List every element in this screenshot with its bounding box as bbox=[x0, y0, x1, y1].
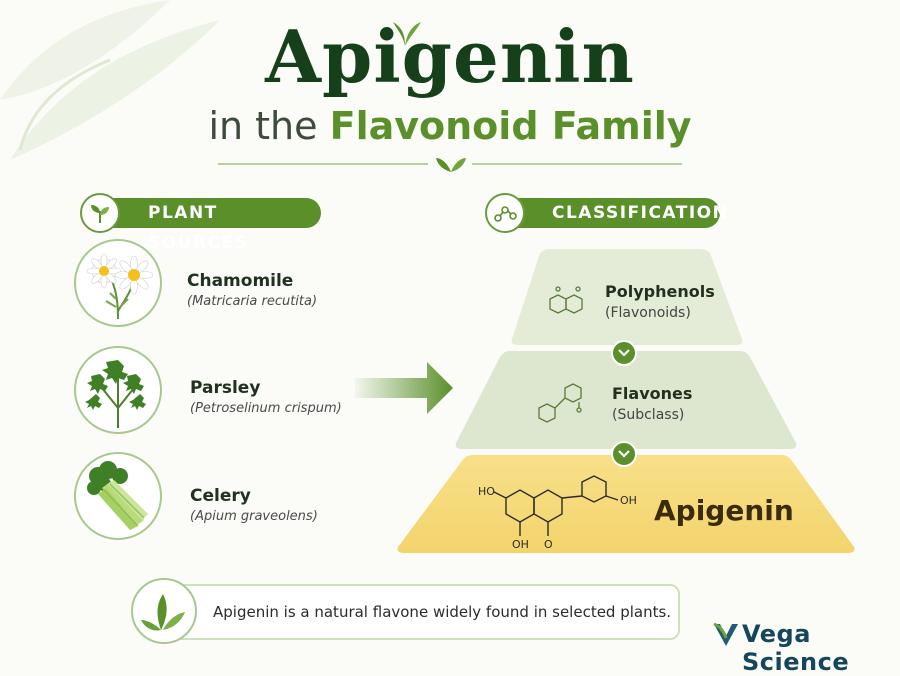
seedling-icon bbox=[80, 193, 120, 233]
plant-scientific-chamomile: (Matricaria recutita) bbox=[187, 294, 318, 309]
page-subtitle: in the Flavonoid Family bbox=[208, 104, 692, 148]
flavonoid-structure-icon bbox=[549, 286, 583, 314]
footer-note-box bbox=[160, 584, 680, 640]
sprout-icon bbox=[393, 22, 421, 46]
celery-icon bbox=[87, 461, 148, 530]
chamomile-icon bbox=[86, 253, 154, 320]
plant-name-parsley: Parsley bbox=[190, 378, 261, 398]
flavone-structure-icon bbox=[538, 383, 582, 423]
chamomile-image bbox=[74, 239, 162, 327]
molecule-icon bbox=[485, 193, 525, 233]
title-divider-right bbox=[472, 163, 682, 165]
label-ho: HO bbox=[478, 485, 495, 498]
label-oh-right: OH bbox=[620, 494, 637, 507]
divider-leaf-icon bbox=[436, 158, 466, 172]
chevron-down-icon bbox=[611, 340, 637, 366]
footer-note: Apigenin is a natural flavone widely fou… bbox=[213, 603, 672, 621]
tier-label-flavones: Flavones (Subclass) bbox=[612, 384, 693, 423]
plant-name-celery: Celery bbox=[190, 486, 251, 506]
tier-label-apigenin: Apigenin bbox=[654, 494, 794, 527]
leaf-icon bbox=[141, 594, 185, 631]
apigenin-structure-icon: HO OH OH O bbox=[478, 475, 637, 551]
title-divider-left bbox=[218, 163, 428, 165]
celery-image bbox=[74, 452, 162, 540]
classification-pyramid bbox=[397, 249, 855, 553]
brand-name: Vega Science bbox=[742, 620, 850, 676]
parsley-icon bbox=[85, 360, 146, 428]
label-o-bottom: O bbox=[544, 538, 553, 551]
page-title: Apigenin bbox=[265, 14, 635, 99]
parsley-image bbox=[74, 346, 162, 434]
plant-sources-heading: PLANT SOURCES bbox=[96, 198, 321, 253]
chevron-down-icon bbox=[611, 441, 637, 467]
plant-name-chamomile: Chamomile bbox=[187, 271, 294, 291]
plant-scientific-parsley: (Petroselinum crispum) bbox=[190, 401, 342, 416]
label-oh-bottom: OH bbox=[512, 538, 529, 551]
background-leaves-icon bbox=[0, 0, 220, 160]
tier-apigenin bbox=[397, 455, 855, 553]
classification-heading: CLASSIFICATION bbox=[500, 198, 727, 228]
tier-flavones bbox=[455, 351, 797, 449]
footer-leaf-badge bbox=[131, 578, 197, 644]
tier-label-polyphenols: Polyphenols (Flavonoids) bbox=[605, 282, 715, 321]
brand-logo-icon bbox=[713, 622, 738, 646]
tier-polyphenols bbox=[511, 249, 743, 345]
flow-arrow-icon bbox=[355, 362, 453, 414]
plant-scientific-celery: (Apium graveolens) bbox=[190, 509, 318, 524]
